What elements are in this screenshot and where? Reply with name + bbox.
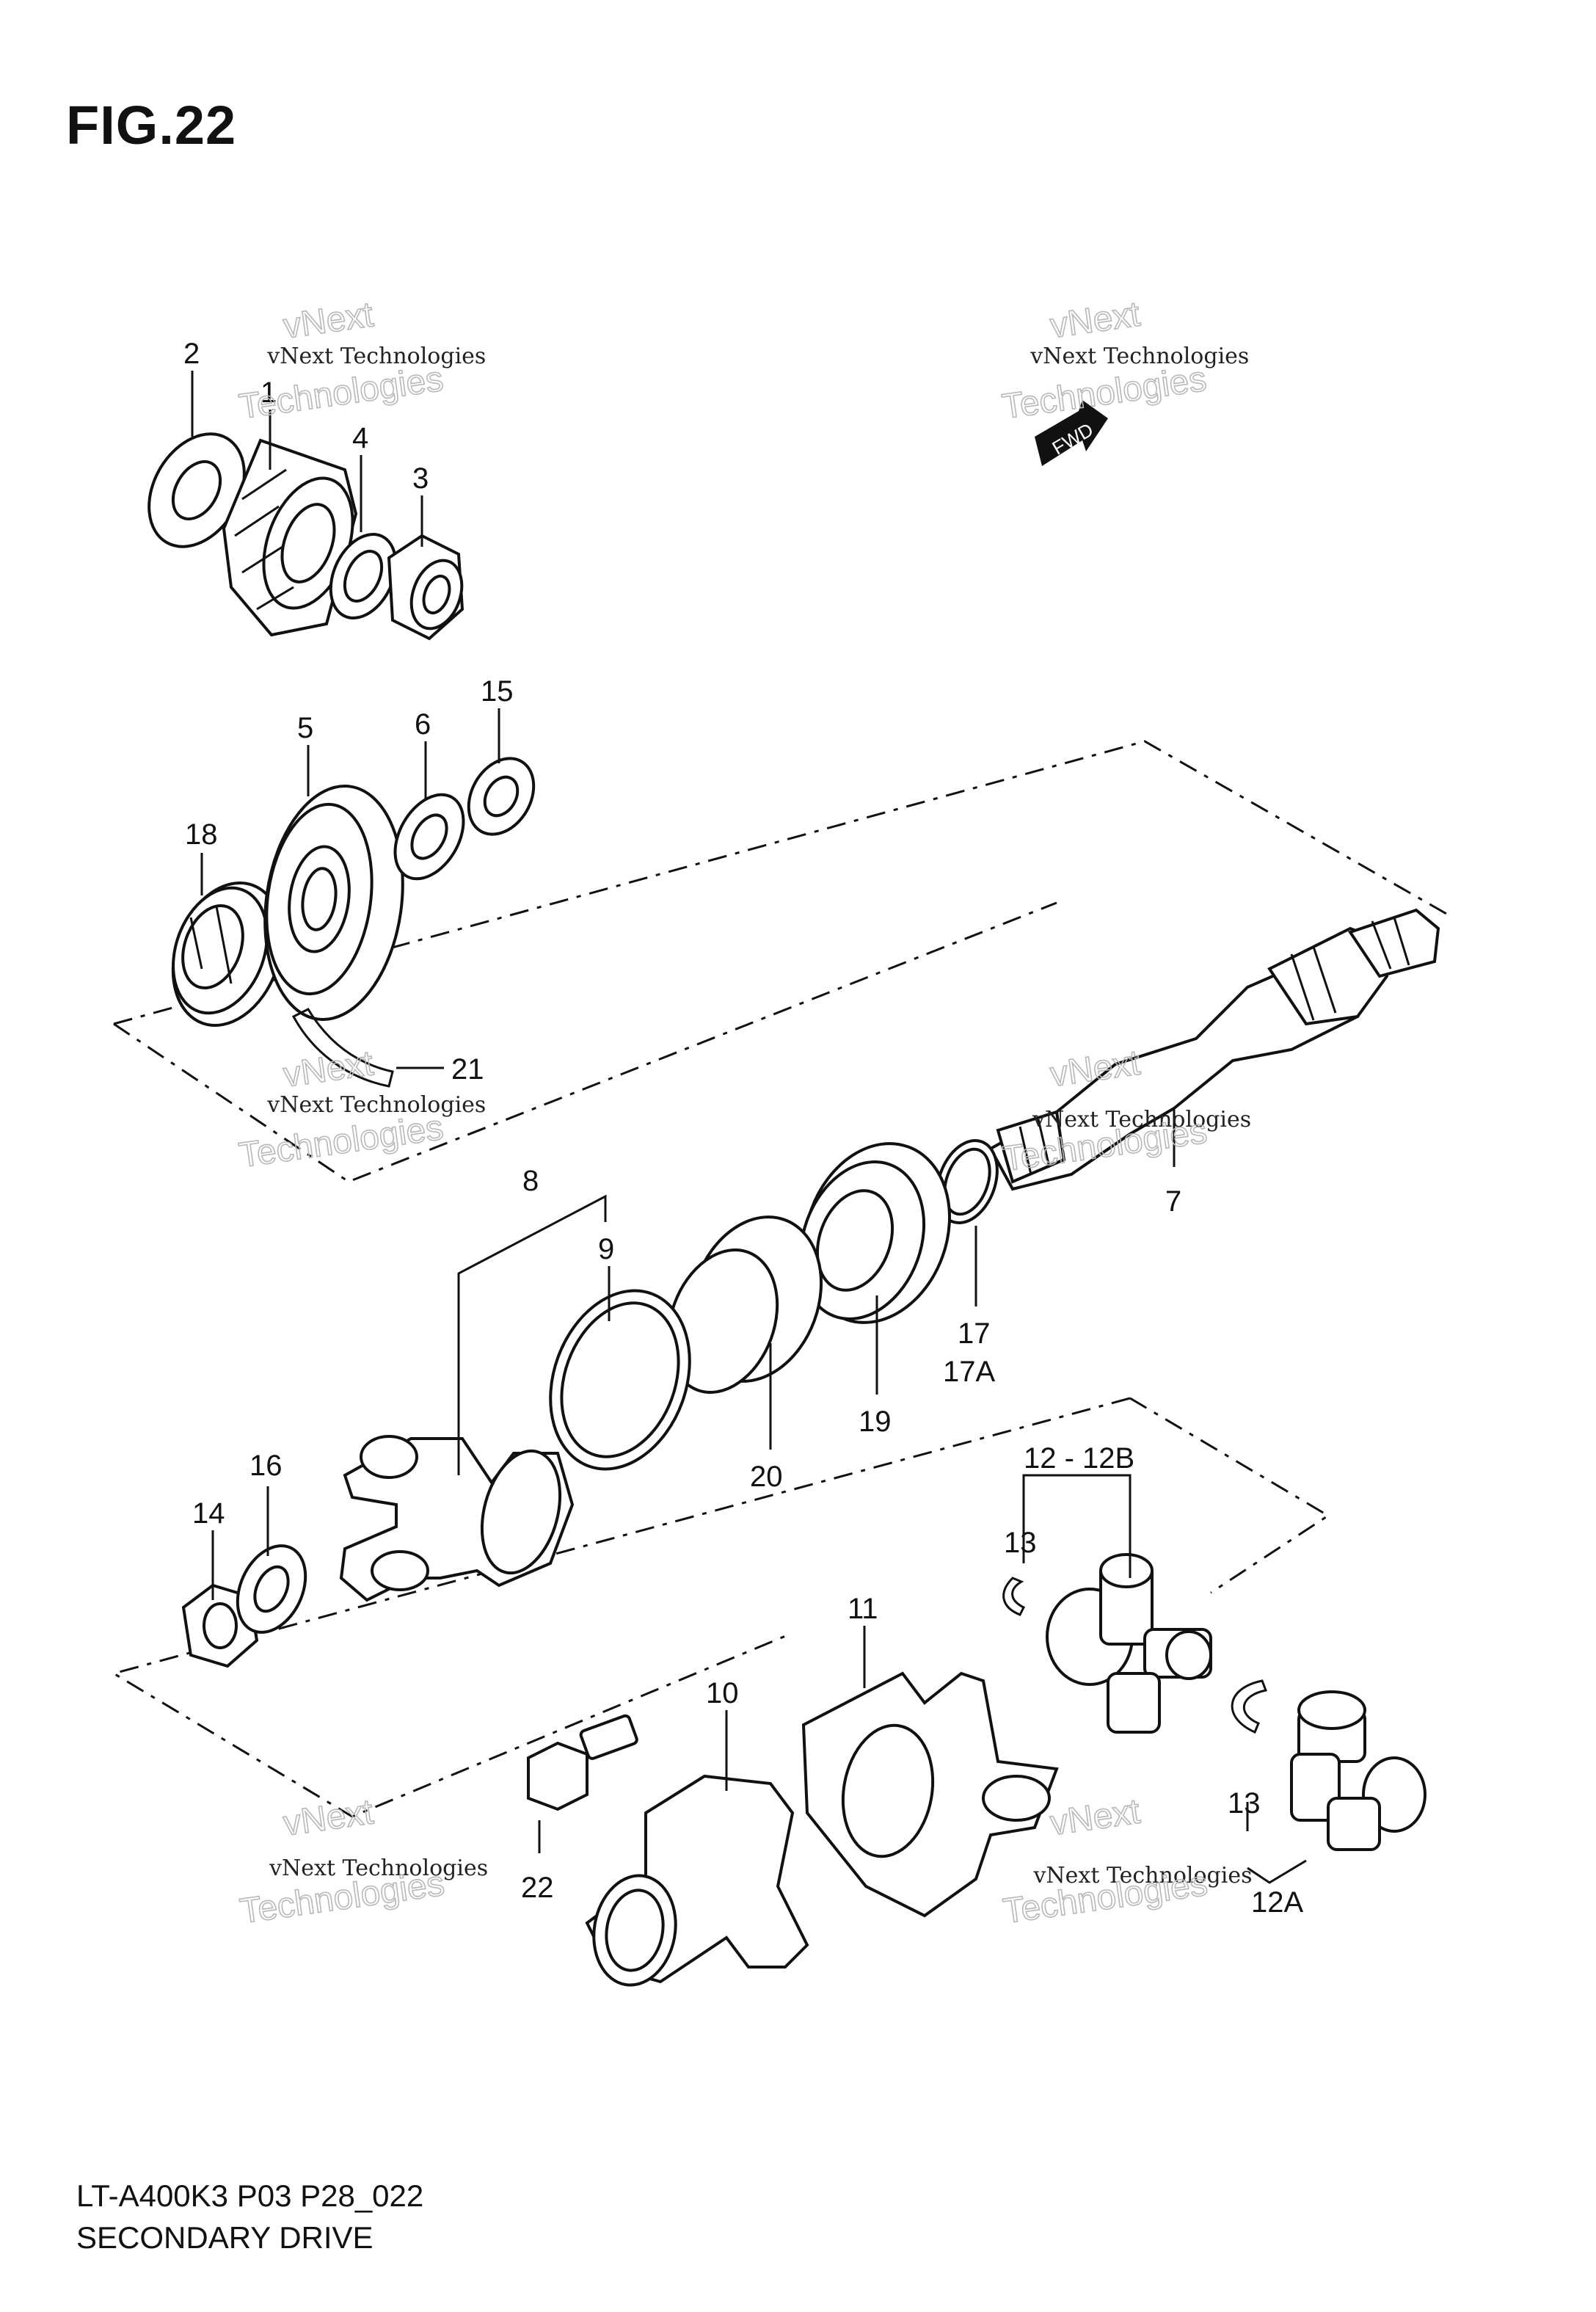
part-shim-17[interactable] [926,1133,1007,1232]
callout-17: 17 [958,1317,991,1350]
callout-7: 7 [1165,1185,1181,1218]
part-sleeve-20[interactable] [649,1199,843,1408]
callout-3: 3 [412,462,429,495]
svg-text:vNext Technologies: vNext Technologies [269,1855,488,1881]
callout-4: 4 [352,422,368,454]
callout-5: 5 [297,712,313,744]
svg-text:vNext Technologies: vNext Technologies [1030,343,1249,369]
part-bearing-18[interactable] [154,868,301,1041]
part-bearing-19[interactable] [779,1123,974,1343]
callout-13-lower: 13 [1228,1787,1261,1820]
callout-16: 16 [249,1450,283,1482]
callout-17a: 17A [943,1356,995,1388]
callouts: 2 1 4 3 5 6 15 18 21 7 8 9 17 17A 19 20 … [183,338,1303,1919]
part-nut-3[interactable] [387,534,470,641]
part-driven-gear-5[interactable] [251,777,418,1028]
callout-6: 6 [415,708,431,741]
svg-text:vNext Technologies: vNext Technologies [266,343,486,369]
part-universal-joint-12[interactable] [1046,1553,1212,1734]
part-yoke-8[interactable] [339,1435,575,1602]
part-washer-6[interactable] [381,782,477,890]
callout-10: 10 [706,1677,739,1709]
callout-20: 20 [750,1461,783,1493]
part-bolt-22[interactable] [527,1714,638,1811]
callout-14: 14 [192,1497,225,1530]
callout-13-upper: 13 [1004,1527,1037,1559]
svg-text:vNext Technologies: vNext Technologies [1032,1863,1252,1889]
svg-text:vNext: vNext [281,295,376,346]
callout-21: 21 [451,1053,484,1086]
callout-18: 18 [185,818,218,851]
part-circlip-13-upper[interactable] [1002,1577,1026,1616]
callout-8: 8 [522,1165,539,1197]
watermark-middle-left: vNext vNext Technologies Technologies [236,1043,487,1176]
watermark-bottom-left: vNext vNext Technologies Technologies [237,1792,488,1932]
callout-11: 11 [848,1593,878,1625]
part-nut-15[interactable] [456,746,547,846]
part-flange-11[interactable] [801,1671,1059,1918]
callout-12a: 12A [1251,1886,1303,1919]
callout-15: 15 [481,675,514,708]
part-secondary-shaft-7[interactable] [988,908,1440,1191]
part-oil-seal-9[interactable] [527,1271,714,1488]
part-washer-16[interactable] [225,1535,319,1643]
callout-19: 19 [859,1406,892,1438]
svg-text:vNext: vNext [1048,295,1143,346]
watermark-top-right: vNext vNext Technologies Technologies [999,294,1250,427]
part-washer-2[interactable] [130,417,263,564]
svg-text:Technologies: Technologies [237,360,446,426]
figure-title: FIG.22 [66,95,237,156]
callout-22: 22 [521,1872,554,1904]
svg-text:Technologies: Technologies [237,1108,446,1175]
callout-2: 2 [183,338,200,370]
part-washer-4[interactable] [318,524,408,629]
svg-text:vNext: vNext [1048,1792,1143,1844]
part-coupling-10[interactable] [585,1774,809,1991]
leader-lines [191,371,1307,1884]
part-universal-joint-12a[interactable] [1290,1690,1426,1851]
callout-12: 12 - 12B [1024,1442,1134,1475]
watermark-top-left: vNext vNext Technologies Technologies [236,294,487,427]
svg-text:vNext Technologies: vNext Technologies [1032,1107,1251,1133]
part-bevel-gear-1[interactable] [222,438,369,637]
diagram-name: SECONDARY DRIVE [76,2220,374,2255]
assembly-boundaries [111,740,1454,1818]
part-circlip-21[interactable] [291,1008,394,1088]
callout-9: 9 [598,1233,614,1265]
svg-text:vNext: vNext [281,1792,376,1844]
part-circlip-13-lower[interactable] [1231,1679,1268,1734]
svg-text:vNext: vNext [281,1044,376,1095]
svg-text:vNext Technologies: vNext Technologies [266,1092,486,1118]
model-code: LT-A400K3 P03 P28_022 [76,2178,424,2213]
callout-1: 1 [260,377,277,409]
